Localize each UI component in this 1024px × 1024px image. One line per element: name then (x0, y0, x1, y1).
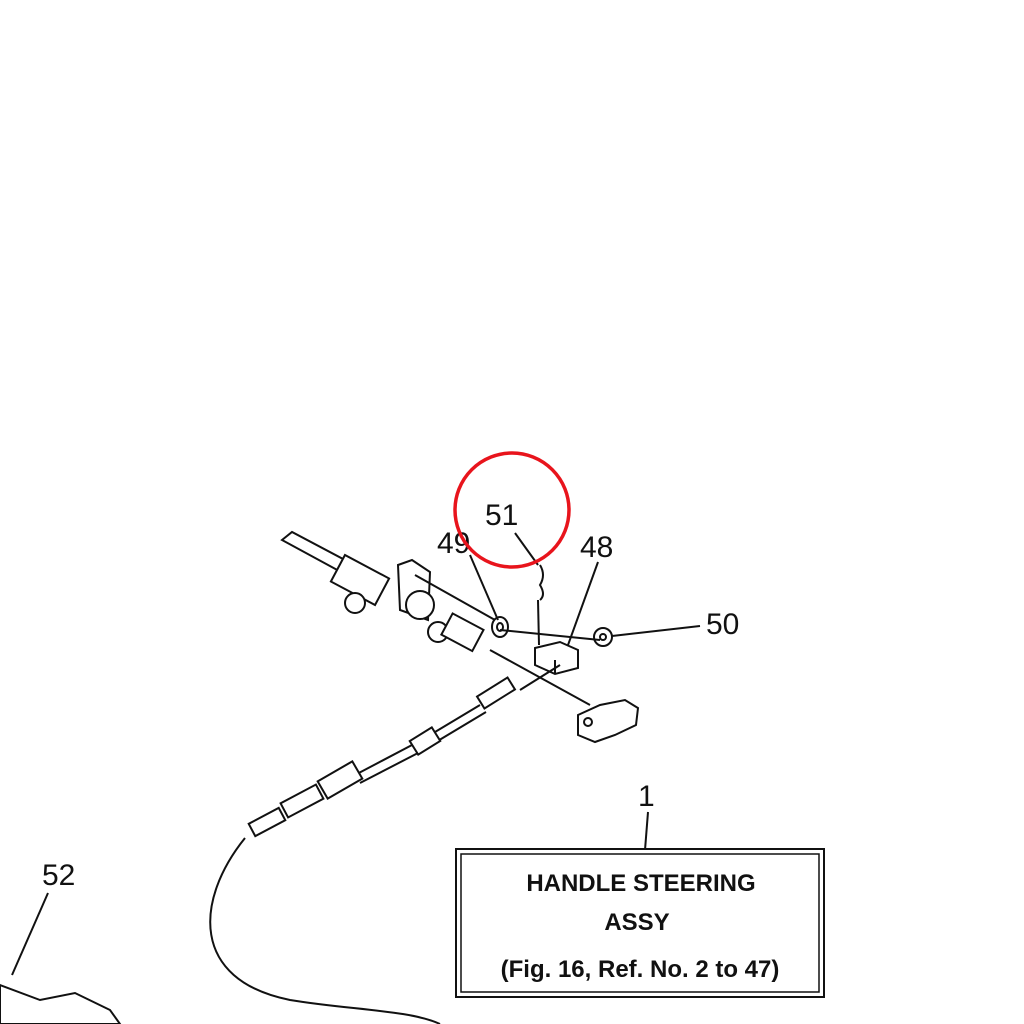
cotter-pin-part-51 (537, 564, 544, 646)
assembly-title-line1: HANDLE STEERING (526, 870, 755, 897)
leader-48 (567, 561, 599, 646)
leader-1 (644, 811, 649, 851)
bracket-part (577, 698, 640, 744)
leader-49 (469, 554, 499, 621)
part-52 (0, 983, 122, 1024)
assembly-label-box: HANDLE STEERING ASSY (Fig. 16, Ref. No. … (455, 848, 825, 998)
axis-line (519, 664, 561, 691)
callout-50: 50 (706, 608, 739, 641)
washer-part-49 (491, 616, 509, 638)
highlight-circle (453, 451, 571, 569)
steering-cable-part (209, 676, 517, 1024)
callout-52: 52 (42, 859, 75, 892)
callout-51: 51 (485, 499, 518, 532)
leader-52 (11, 892, 49, 976)
callout-48: 48 (580, 531, 613, 564)
joint-block-part-48 (534, 640, 579, 676)
nut-part-50 (593, 627, 613, 647)
assembly-reference: (Fig. 16, Ref. No. 2 to 47) (501, 956, 780, 983)
steering-shaft-part (280, 530, 496, 653)
callout-1: 1 (638, 780, 655, 813)
assembly-title-line2: ASSY (604, 909, 669, 936)
leader-50 (611, 625, 701, 637)
leader-51 (514, 532, 539, 566)
axis-line (499, 629, 601, 641)
